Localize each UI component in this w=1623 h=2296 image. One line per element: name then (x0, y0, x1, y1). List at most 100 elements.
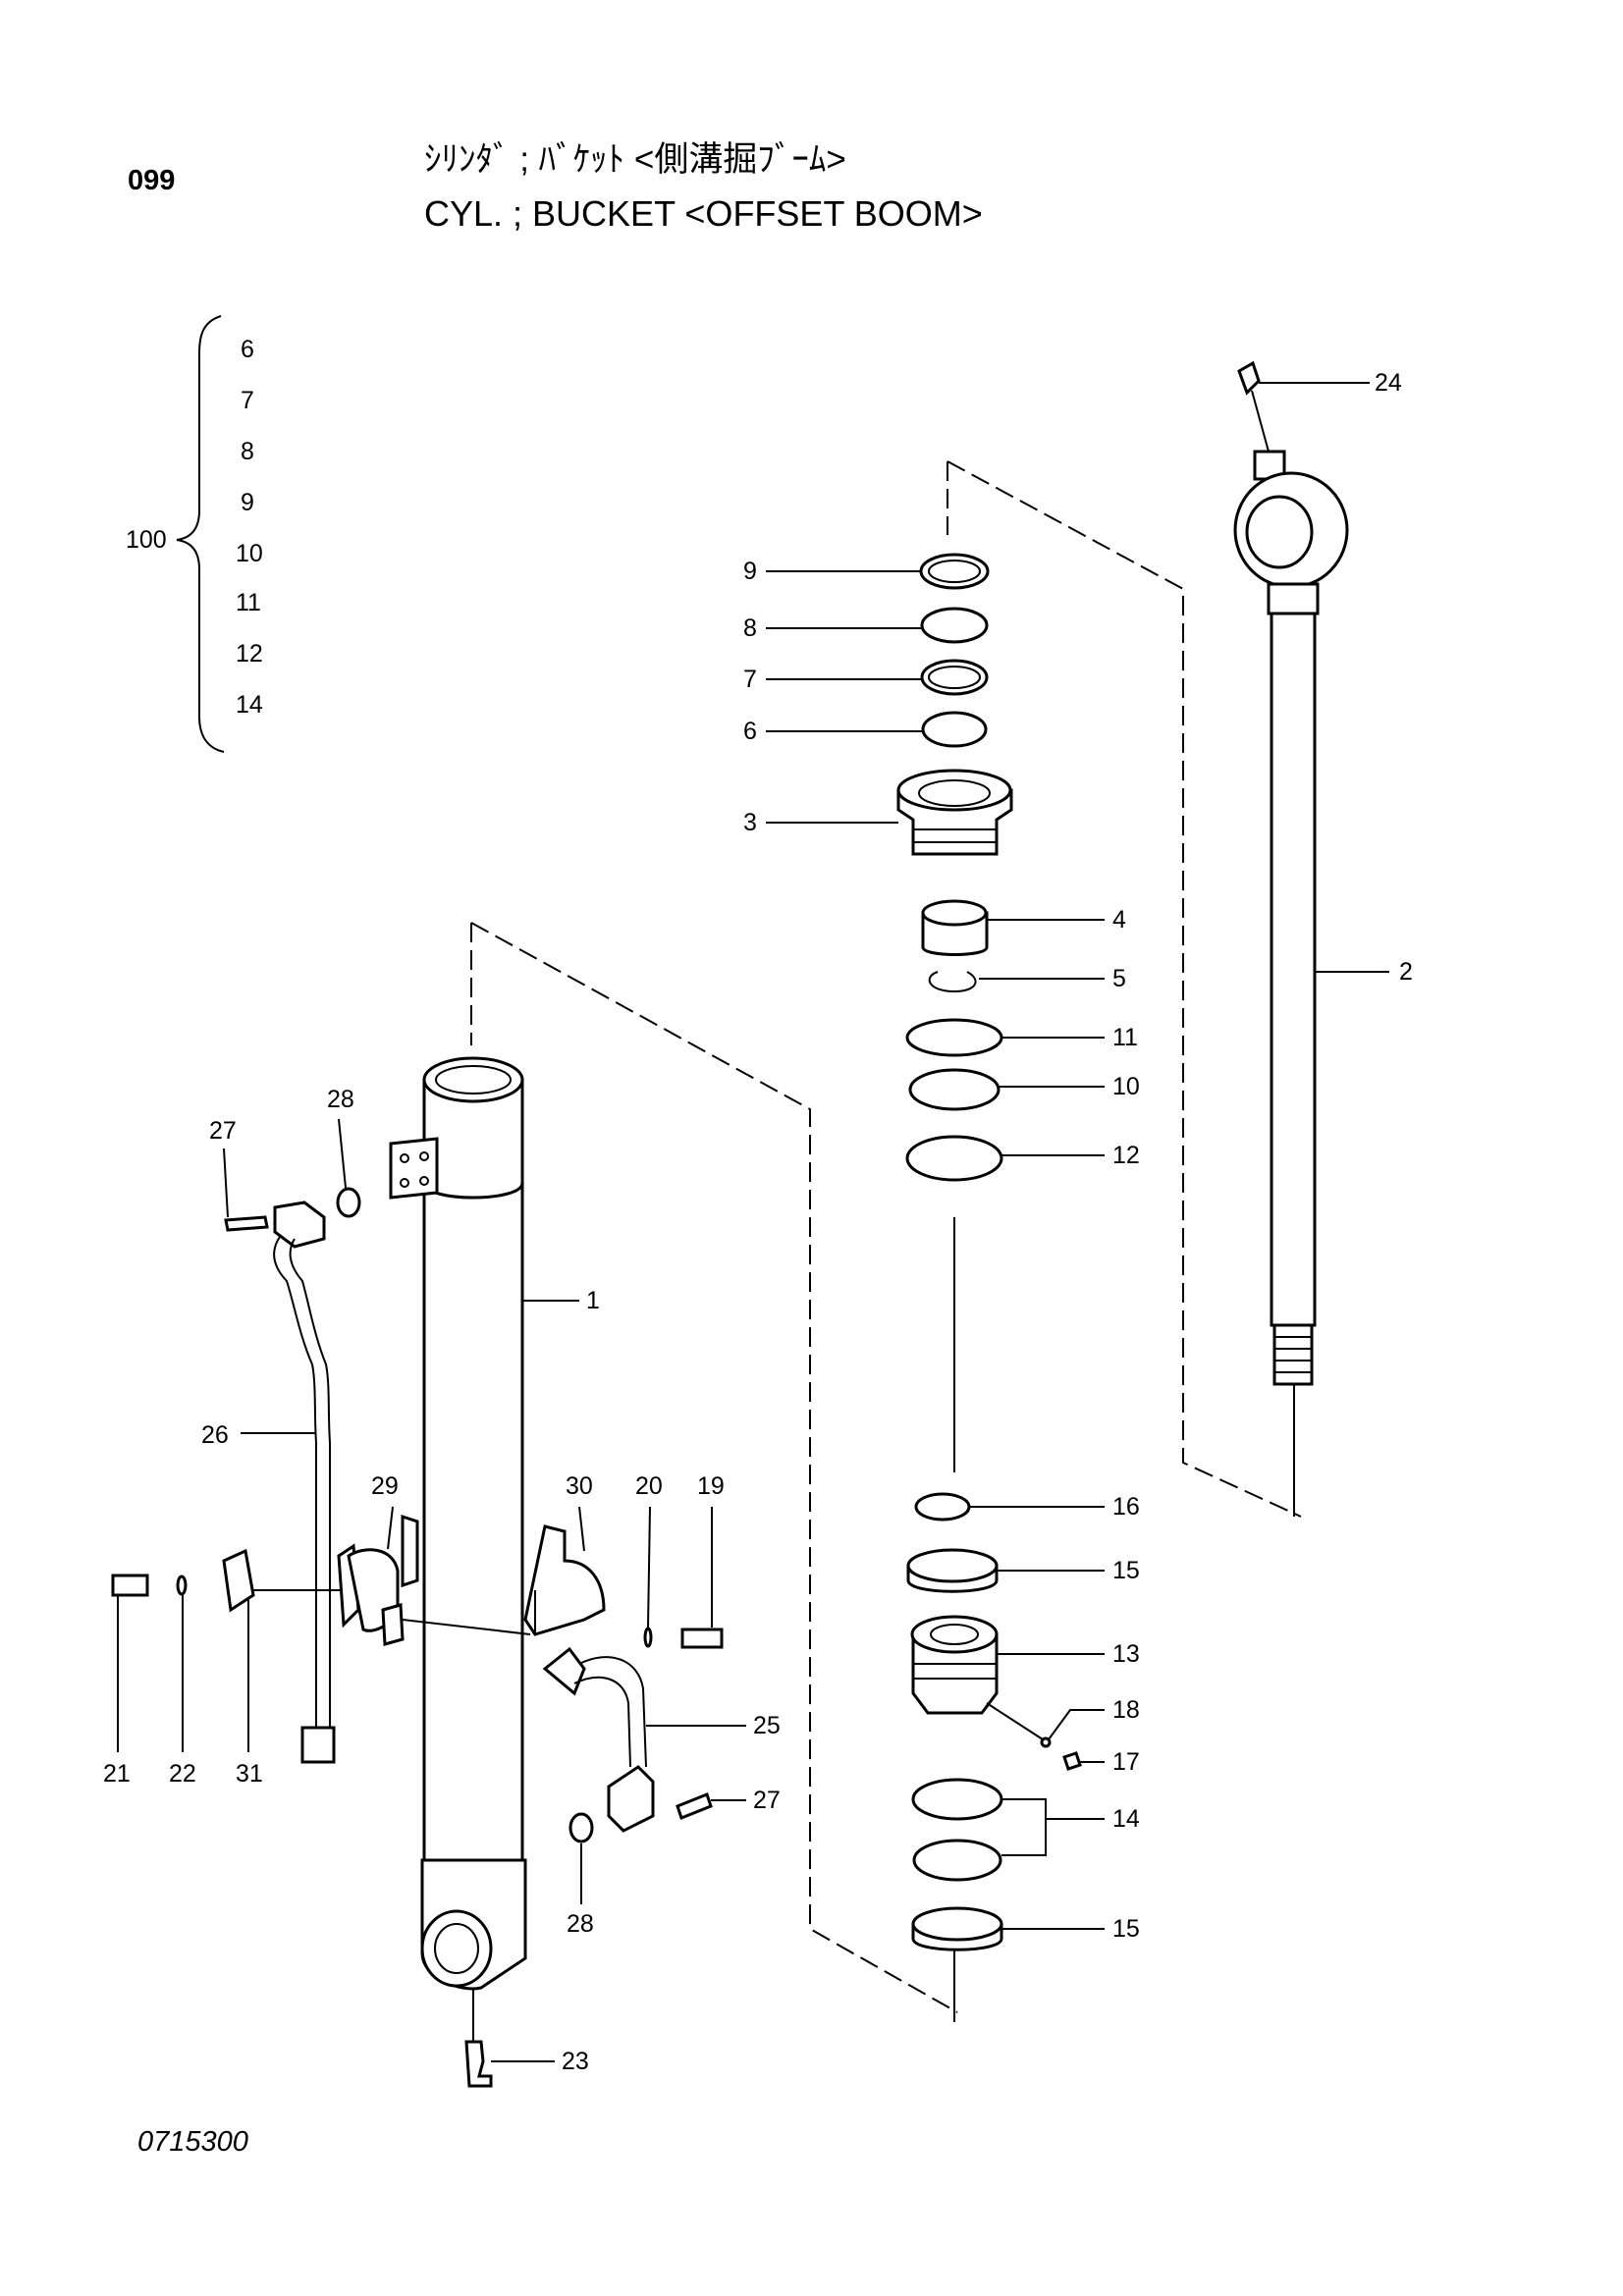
kit-item: 9 (241, 489, 254, 516)
piston-rod-assembly (1233, 360, 1349, 1517)
assembly-lines (470, 460, 1302, 2022)
piston-rod-2 (1270, 612, 1317, 1327)
seal-14-upper (911, 1778, 1003, 1821)
callout-9: 9 (743, 558, 757, 585)
callout-15: 15 (1112, 1915, 1140, 1943)
piston-13-bore (930, 1624, 979, 1645)
fitting-stem (1251, 390, 1270, 453)
clamp-30 (523, 1524, 606, 1636)
washer-22 (176, 1575, 188, 1596)
grease-fitting-24 (1237, 360, 1261, 396)
clamp-29-tab (401, 1514, 419, 1588)
callout-19: 19 (697, 1472, 725, 1500)
kit-item: 12 (236, 640, 263, 667)
callout-27: 27 (209, 1117, 237, 1145)
bolt-27-upper (224, 1215, 269, 1232)
kit-bracket: 100 6 7 8 9 10 11 12 14 (126, 315, 263, 753)
callout-2: 2 (1399, 958, 1413, 986)
cylinder-tube-1 (422, 1097, 524, 1847)
rod-neck (1267, 582, 1320, 615)
callout-11: 11 (1112, 1024, 1138, 1051)
bushing-4-top (921, 899, 988, 927)
callout-28: 28 (567, 1910, 594, 1938)
title-japanese: ｼﾘﾝﾀﾞ ; ﾊﾞｹｯﾄ <側溝掘ﾌﾞｰﾑ> (424, 140, 846, 179)
bolt-27-lower (676, 1792, 713, 1820)
callout-27: 27 (753, 1787, 781, 1814)
clamp-plate-31 (222, 1548, 255, 1613)
callout-6: 6 (743, 718, 757, 745)
callout-14: 14 (1112, 1805, 1140, 1833)
page-number: 099 (128, 165, 176, 196)
clamp-assembly (111, 1514, 724, 1649)
ring-11 (905, 1018, 1003, 1057)
ball-line (986, 1702, 1044, 1740)
kit-item: 6 (241, 336, 254, 363)
tube-eye (420, 1909, 493, 1988)
callout-7: 7 (743, 666, 757, 693)
rod-thread (1272, 1323, 1314, 1386)
callout-26: 26 (201, 1421, 229, 1449)
port-flange-upper (389, 1137, 439, 1200)
cylinder-tube-assembly (389, 1056, 527, 2088)
ring-15-upper-top (906, 1548, 999, 1583)
ring-9-inner (928, 560, 981, 583)
callout-13: 13 (1112, 1640, 1140, 1668)
kit-label: 100 (126, 526, 167, 554)
bolt-hole (400, 1178, 409, 1188)
pipe-26-inner (289, 1238, 331, 1728)
head-top (896, 769, 1012, 812)
rod-eye-bore (1245, 495, 1314, 569)
o-ring-28-lower (568, 1812, 594, 1843)
callout-31: 31 (236, 1760, 263, 1788)
clamp-bolt-line (402, 1619, 531, 1635)
callout-17: 17 (1112, 1748, 1140, 1776)
piston-13-top (910, 1615, 999, 1654)
callout-4: 4 (1112, 906, 1126, 934)
o-ring-10 (908, 1068, 1001, 1111)
callout-labels: 24 2 9 8 7 6 3 4 5 11 10 12 1 16 15 13 1… (103, 369, 1413, 2075)
kit-item: 10 (236, 540, 263, 567)
callout-29: 29 (371, 1472, 399, 1500)
tube-eye-bore (434, 1923, 479, 1974)
callout-5: 5 (1112, 965, 1126, 992)
o-ring-12 (905, 1135, 1003, 1182)
assembly-line-tube (470, 922, 958, 2013)
assembly-line-rod (947, 460, 1302, 1518)
brace-shape (176, 315, 225, 753)
steel-ball-18 (1040, 1736, 1052, 1748)
snap-ring-5 (928, 971, 977, 993)
callout-20: 20 (635, 1472, 663, 1500)
bolt-hole (400, 1153, 409, 1163)
clamp-29-lug (381, 1603, 405, 1646)
callout-12: 12 (1112, 1142, 1140, 1169)
callout-28: 28 (327, 1086, 354, 1113)
pipe-25-inner (573, 1676, 631, 1768)
callout-21: 21 (103, 1760, 131, 1788)
tube-mouth-thread (435, 1065, 512, 1095)
kit-item: 11 (236, 589, 261, 616)
callout-24: 24 (1375, 369, 1402, 397)
washer-20 (643, 1627, 653, 1648)
head-bore (918, 779, 991, 807)
callout-30: 30 (566, 1472, 593, 1500)
elbow-flange-upper (273, 1201, 326, 1249)
o-ring-28-upper (336, 1187, 361, 1218)
ring-6 (921, 711, 988, 748)
set-screw-17 (1062, 1751, 1082, 1771)
callout-16: 16 (1112, 1493, 1140, 1521)
title-english: CYL. ; BUCKET <OFFSET BOOM> (424, 193, 983, 234)
kit-item: 7 (241, 387, 254, 414)
bolt-hole (419, 1176, 429, 1186)
bolt-19 (680, 1628, 724, 1649)
ring-7-inner (928, 666, 981, 689)
lower-pipe-assembly (542, 1646, 713, 1843)
pipe-25-outer (578, 1656, 647, 1768)
ring-16 (914, 1492, 971, 1522)
tube-mouth (422, 1056, 524, 1103)
head-seal-stack (896, 553, 1013, 1182)
ring-8 (920, 607, 989, 644)
kit-item: 8 (241, 438, 254, 465)
upper-pipe-assembly (224, 1187, 361, 1764)
leader-lines (117, 382, 1389, 2062)
